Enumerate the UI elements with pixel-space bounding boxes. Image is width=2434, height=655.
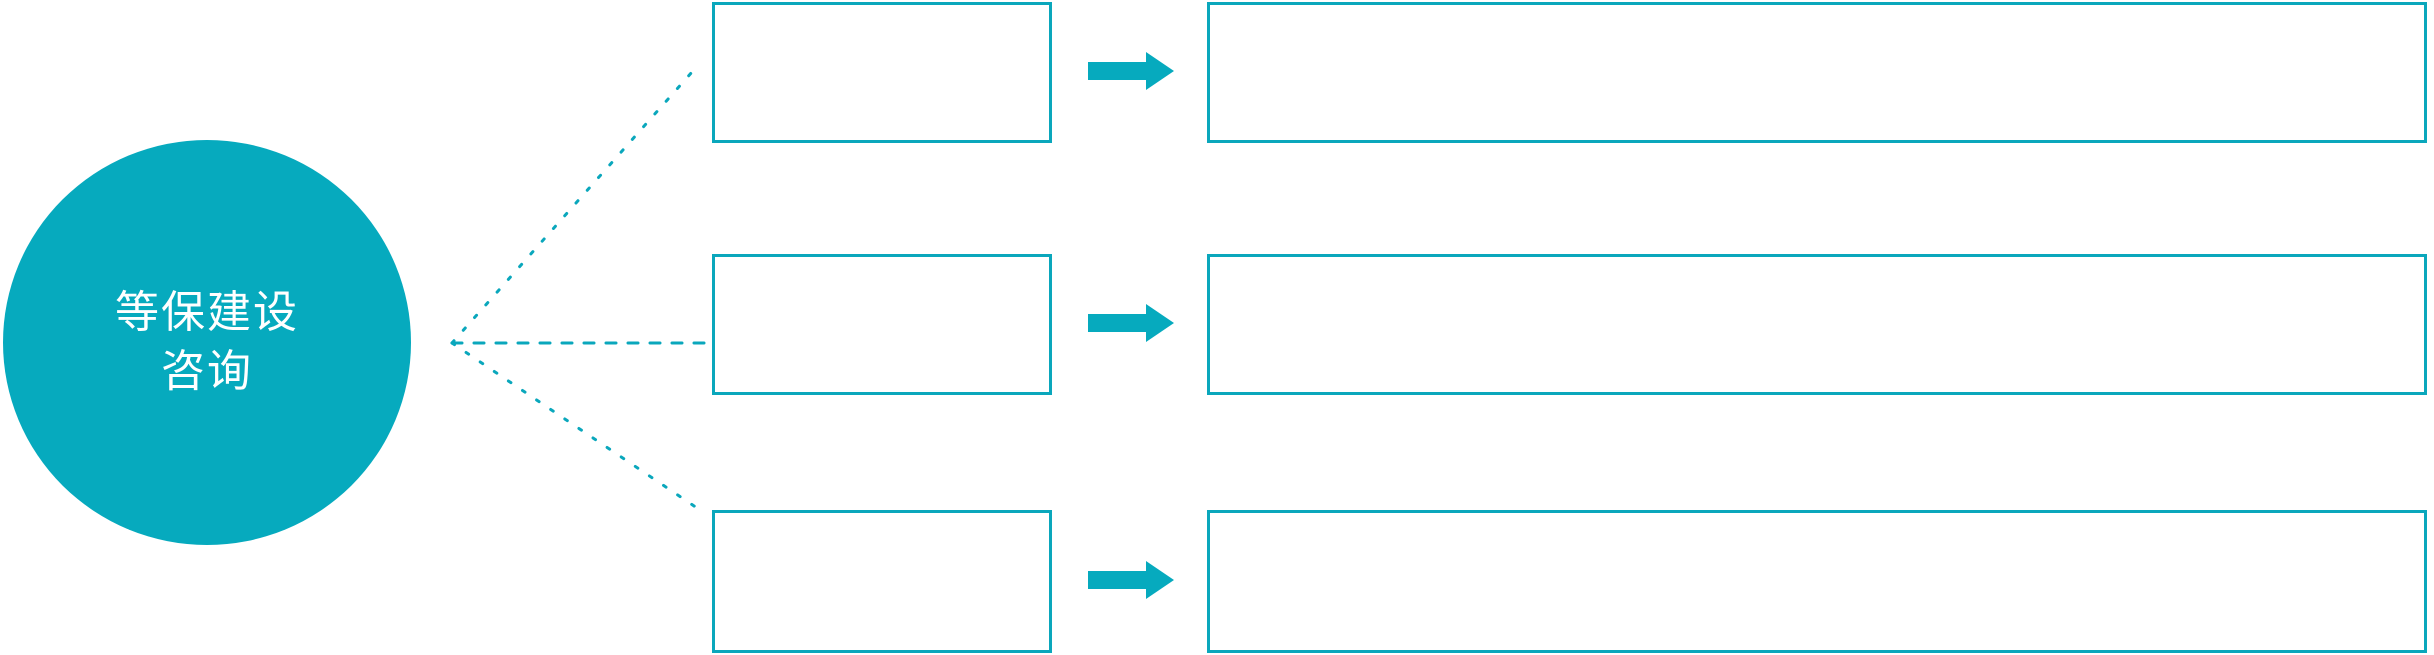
arrow-right-icon — [1088, 52, 1174, 90]
flow-row — [0, 252, 2434, 397]
arrow-right-icon — [1088, 304, 1174, 342]
hub-circle[interactable]: 等保建设 咨询 — [3, 140, 411, 545]
stage-box[interactable] — [712, 2, 1052, 143]
flow-row — [0, 509, 2434, 655]
hub-title-line-1: 等保建设 — [115, 287, 299, 337]
stage-box[interactable] — [712, 510, 1052, 653]
flow-row — [0, 0, 2434, 145]
arrow-right-icon — [1088, 561, 1174, 599]
detail-box[interactable] — [1207, 254, 2427, 395]
stage-box[interactable] — [712, 254, 1052, 395]
hub-title-line-2: 咨询 — [161, 346, 253, 396]
detail-box[interactable] — [1207, 2, 2427, 143]
detail-box[interactable] — [1207, 510, 2427, 653]
